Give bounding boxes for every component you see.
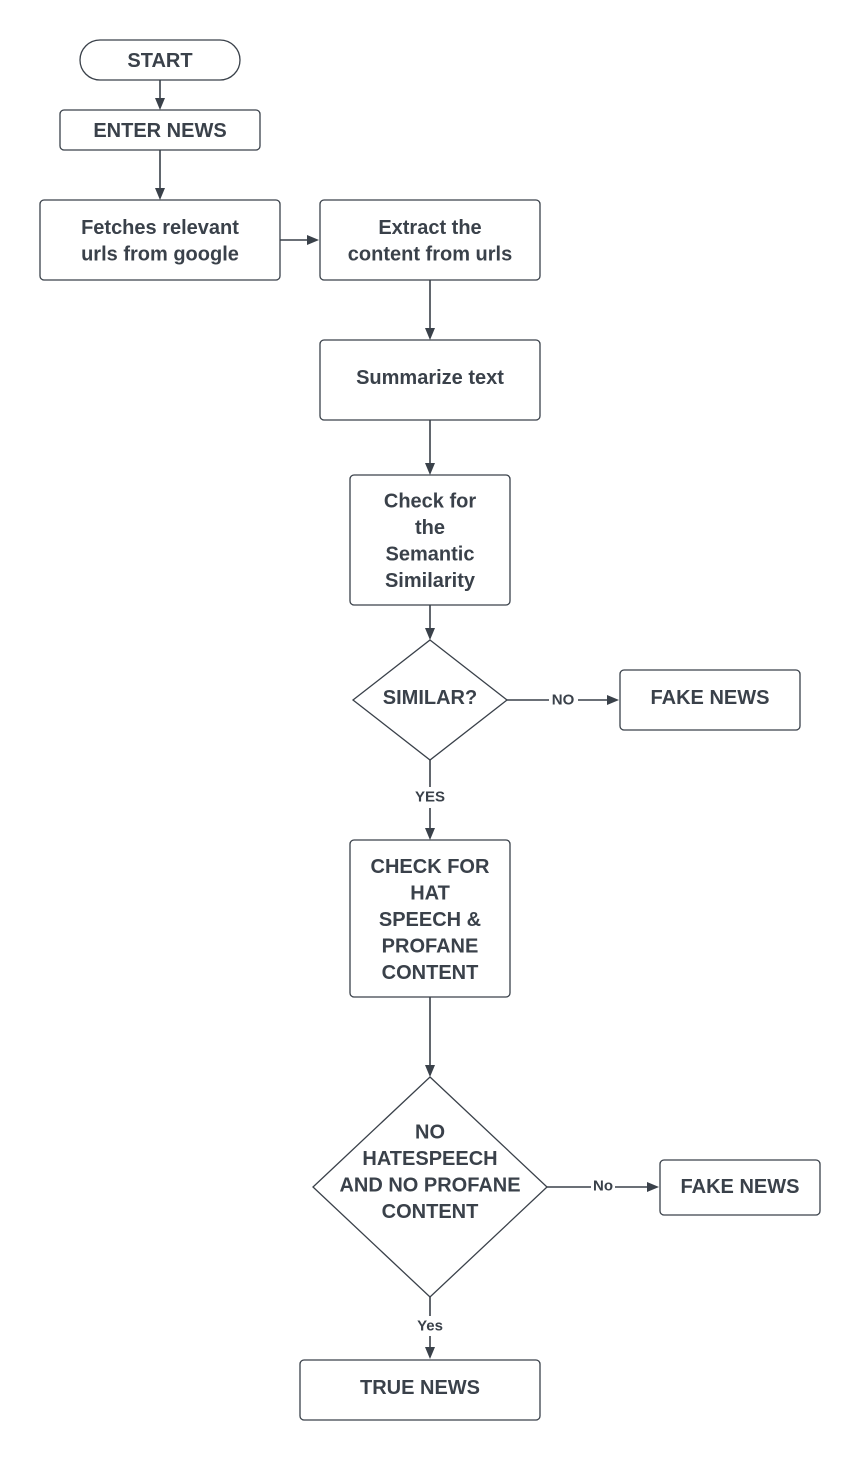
edge-hate-no-arrowhead	[647, 1182, 659, 1192]
edge-extract-to-summarize-arrowhead	[425, 328, 435, 340]
label-line: HATESPEECH	[362, 1148, 497, 1170]
fetch-urls-label: Fetches relevant urls from google	[81, 217, 239, 266]
true-news-label: TRUE NEWS	[360, 1377, 480, 1399]
node-true-news: TRUE NEWS	[299, 1359, 541, 1421]
edge-semantic-to-similar-arrowhead	[425, 628, 435, 640]
label-line: CHECK FOR	[371, 856, 490, 878]
edge-start-to-enter-arrowhead	[155, 98, 165, 110]
summarize-label: Summarize text	[356, 367, 504, 389]
start-terminator-shape	[79, 39, 241, 81]
true-news-box	[299, 1359, 541, 1421]
fetch-urls-box	[39, 199, 281, 281]
fake-news-1-box	[619, 669, 801, 731]
label-line: CONTENT	[382, 1201, 479, 1223]
label-line: content from urls	[348, 243, 512, 265]
node-fake-news-2: FAKE NEWS	[659, 1159, 821, 1216]
edge-summarize-to-semantic-arrowhead	[425, 463, 435, 475]
label-line: Fetches relevant	[81, 217, 239, 239]
label-line: FAKE NEWS	[651, 687, 770, 709]
extract-content-label: Extract the content from urls	[348, 217, 512, 266]
edge-similar-no-arrowhead	[607, 695, 619, 705]
node-start: START	[79, 39, 241, 81]
edge-hatecheck-to-decision-arrowhead	[425, 1065, 435, 1077]
extract-content-box	[319, 199, 541, 281]
edge-label-hate-yes: Yes	[417, 1318, 443, 1335]
label-line: Summarize text	[356, 367, 504, 389]
label-line: NO	[415, 1121, 445, 1143]
node-enter-news: ENTER NEWS	[59, 109, 261, 151]
node-fake-news-1: FAKE NEWS	[619, 669, 801, 731]
node-extract-content: Extract the content from urls	[319, 199, 541, 281]
hate-decision-diamond	[312, 1076, 548, 1298]
edge-fetch-to-extract-arrowhead	[307, 235, 319, 245]
label-line: TRUE NEWS	[360, 1377, 480, 1399]
similar-decision-label: SIMILAR?	[383, 687, 477, 709]
start-label: START	[127, 50, 192, 72]
edge-label-similar-yes: YES	[415, 789, 445, 806]
label-line: the	[415, 517, 445, 539]
hate-decision-label: NO HATESPEECH AND NO PROFANE CONTENT	[339, 1121, 520, 1223]
label-line: SIMILAR?	[383, 687, 477, 709]
label-line: FAKE NEWS	[681, 1176, 800, 1198]
label-line: SPEECH &	[379, 909, 481, 931]
label-line: Extract the	[378, 217, 481, 239]
node-hate-decision: NO HATESPEECH AND NO PROFANE CONTENT	[312, 1076, 548, 1298]
hate-check-label: CHECK FOR HAT SPEECH & PROFANE CONTENT	[371, 856, 490, 984]
label-line: ENTER NEWS	[93, 120, 226, 142]
label-line: CONTENT	[382, 962, 479, 984]
hate-check-box	[349, 839, 511, 998]
fake-news-2-box	[659, 1159, 821, 1216]
enter-news-label: ENTER NEWS	[93, 120, 226, 142]
fake-news-2-label: FAKE NEWS	[681, 1176, 800, 1198]
label-line: AND NO PROFANE	[339, 1174, 520, 1196]
node-fetch-urls: Fetches relevant urls from google	[39, 199, 281, 281]
label-line: HAT	[410, 883, 450, 905]
label-line: Check for	[384, 490, 476, 512]
label-line: PROFANE	[382, 936, 479, 958]
label-line: START	[127, 50, 192, 72]
summarize-box	[319, 339, 541, 421]
edge-similar-yes-arrowhead	[425, 828, 435, 840]
similar-decision-diamond	[351, 639, 509, 761]
connectors	[155, 80, 659, 1359]
semantic-check-box	[349, 474, 511, 606]
label-line: urls from google	[81, 243, 239, 265]
node-hate-check: CHECK FOR HAT SPEECH & PROFANE CONTENT	[349, 839, 511, 998]
fake-news-1-label: FAKE NEWS	[651, 687, 770, 709]
enter-news-box	[59, 109, 261, 151]
label-line: Similarity	[385, 570, 476, 592]
label-line: Semantic	[386, 543, 475, 565]
edge-enter-to-fetch-arrowhead	[155, 188, 165, 200]
edge-label-similar-no: NO	[552, 692, 575, 709]
edge-hate-yes-arrowhead	[425, 1347, 435, 1359]
edge-label-hate-no: No	[593, 1178, 613, 1195]
node-summarize: Summarize text	[319, 339, 541, 421]
node-similar-decision: SIMILAR?	[351, 639, 509, 761]
edge-labels: NO YES No Yes	[415, 692, 613, 1335]
